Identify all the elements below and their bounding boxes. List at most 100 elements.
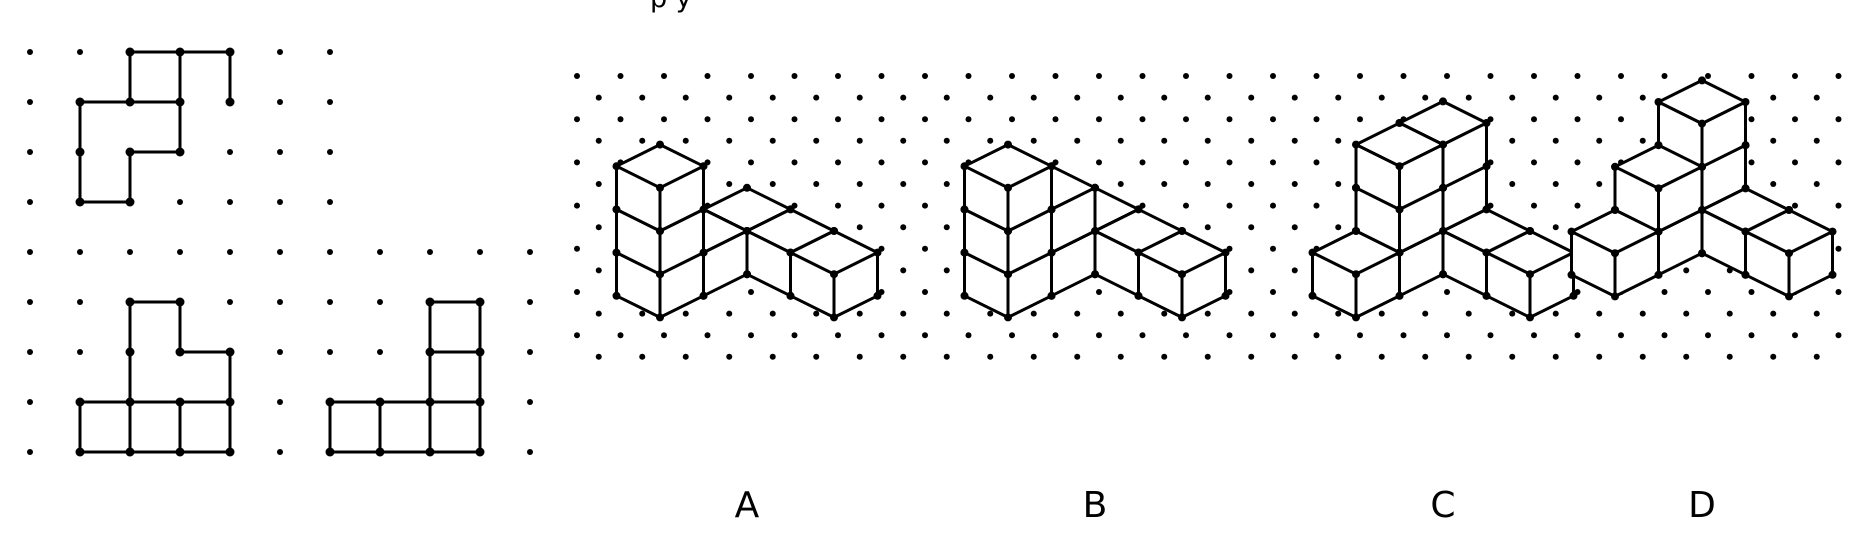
option-a-cube-vertex: [656, 140, 664, 149]
isometric-grid-dot: [791, 332, 798, 339]
option-b-cube-vertex: [1004, 313, 1012, 322]
option-d-cube-vertex: [1785, 206, 1793, 214]
option-d-cube-vertex: [1785, 249, 1793, 258]
isometric-grid-dot: [1813, 353, 1820, 360]
isometric-grid-dot: [726, 310, 733, 317]
side-view-grid-dot: [277, 249, 283, 255]
option-a-cube-vertex: [612, 162, 621, 171]
isometric-grid-dot: [965, 332, 972, 339]
isometric-grid-dot: [835, 202, 841, 209]
option-a-cube-vertex: [699, 162, 708, 171]
option-a-cube-vertex: [699, 205, 708, 214]
isometric-grid-dot: [1422, 94, 1429, 101]
isometric-grid-dot: [1835, 116, 1842, 123]
front-view-grid-dot: [77, 299, 83, 305]
option-b-cube-vertex: [1134, 291, 1143, 300]
isometric-grid-dot: [1226, 159, 1233, 166]
front-view-grid-dot: [77, 349, 83, 355]
option-b-cube-vertex: [1091, 227, 1099, 235]
isometric-grid-dot: [1226, 73, 1233, 79]
isometric-grid-dot: [1357, 73, 1363, 79]
option-a-cube-vertex: [830, 270, 838, 279]
isometric-grid-dot: [1313, 202, 1320, 209]
top-view-vertex: [125, 197, 135, 207]
isometric-grid-dot: [1161, 310, 1168, 317]
option-c-cube-vertex: [1439, 97, 1447, 106]
isometric-grid-dot: [943, 353, 950, 360]
isometric-grid-dot: [1117, 137, 1124, 144]
isometric-grid-dot: [1074, 353, 1081, 360]
top-view-grid-dot: [27, 49, 33, 55]
isometric-grid-dot: [769, 310, 776, 317]
option-c-isometric-figure: [1308, 97, 1578, 322]
isometric-grid-dot: [1813, 94, 1820, 101]
isometric-grid-dot: [682, 310, 689, 317]
option-c[interactable]: C: [1308, 97, 1578, 526]
isometric-grid-dot: [1096, 159, 1102, 166]
isometric-grid-dot: [1835, 73, 1842, 79]
isometric-grid-dot: [1531, 73, 1537, 79]
option-b-cube-vertex: [960, 291, 969, 300]
option-b-cube-vertex: [1091, 183, 1099, 192]
option-c-cube-vertex: [1482, 119, 1491, 127]
isometric-grid-dot: [1618, 116, 1624, 123]
isometric-grid-dot: [1465, 353, 1472, 360]
option-c-cube-vertex: [1395, 162, 1404, 171]
isometric-grid-dot: [1835, 245, 1842, 252]
front-view-vertex: [175, 447, 185, 457]
isometric-grid-dot: [704, 332, 711, 339]
option-a-isometric-figure: [612, 140, 882, 322]
isometric-grid-dot: [1770, 94, 1777, 101]
option-a[interactable]: A: [612, 140, 882, 526]
option-c-cube-vertex: [1482, 205, 1491, 214]
isometric-grid-dot: [1139, 159, 1146, 166]
isometric-grid-dot: [1813, 137, 1820, 144]
option-c-cube-vertex: [1482, 291, 1491, 300]
top-view-grid-dot: [327, 99, 333, 105]
option-a-cube-vertex: [830, 227, 838, 235]
front-view-vertex: [125, 447, 135, 457]
header-partial-text: p y: [650, 0, 692, 14]
option-a-cube-vertex: [830, 313, 838, 322]
top-view-grid-dot: [27, 149, 33, 155]
isometric-grid-dot: [726, 181, 733, 187]
isometric-grid-dot: [900, 181, 907, 187]
isometric-grid-dot: [1705, 332, 1711, 339]
isometric-grid-dot: [1509, 137, 1516, 144]
side-view-vertex: [325, 397, 335, 407]
header-text-fragment: p y: [650, 0, 692, 14]
option-b-cube-vertex: [1091, 270, 1099, 279]
top-view-grid-dot: [227, 199, 233, 205]
isometric-grid-dot: [1552, 353, 1559, 360]
isometric-grid-dot: [1009, 332, 1015, 339]
isometric-grid-dot: [1465, 94, 1472, 101]
isometric-grid-dot: [1596, 310, 1603, 317]
isometric-grid-dot: [922, 289, 928, 295]
option-b[interactable]: B: [960, 140, 1230, 526]
isometric-grid-dot: [1335, 137, 1342, 144]
isometric-grid-dot: [1574, 116, 1581, 123]
isometric-grid-dot: [574, 159, 580, 166]
answer-options-panel: A B C D: [574, 73, 1842, 526]
isometric-grid-dot: [1270, 116, 1276, 123]
isometric-grid-dot: [1574, 202, 1581, 209]
isometric-grid-dot: [943, 181, 950, 187]
isometric-grid-dot: [1030, 310, 1037, 317]
isometric-grid-dot: [726, 353, 733, 360]
isometric-grid-dot: [1748, 289, 1755, 295]
isometric-grid-dot: [1139, 73, 1146, 79]
isometric-grid-dot: [1661, 73, 1668, 79]
isometric-grid-dot: [1531, 332, 1537, 339]
side-view-grid-dot: [477, 249, 483, 255]
isometric-grid-dot: [813, 353, 820, 360]
isometric-grid-dot: [595, 94, 602, 101]
isometric-grid-dot: [878, 73, 885, 79]
front-view: [27, 249, 235, 457]
option-c-cube-vertex: [1308, 248, 1317, 257]
isometric-grid-dot: [1030, 137, 1037, 144]
isometric-grid-dot: [1813, 310, 1820, 317]
isometric-grid-dot: [748, 116, 754, 123]
option-d[interactable]: D: [1567, 76, 1837, 526]
front-view-vertex: [125, 347, 135, 357]
